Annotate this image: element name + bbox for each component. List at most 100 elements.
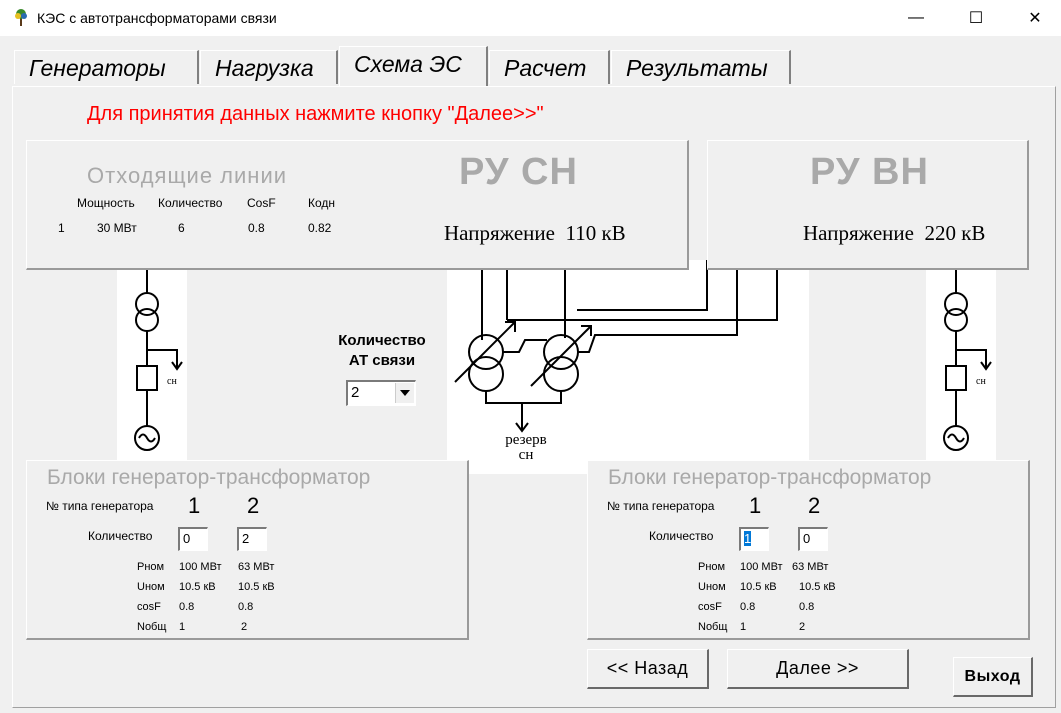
right-param-name-2: Uном	[698, 581, 726, 593]
right-sn-label: сн	[976, 376, 986, 387]
right-param-v2-1: 63 МВт	[792, 561, 829, 573]
tab-label: Расчет	[504, 55, 587, 81]
title-bar: КЭС с автотрансформаторами связи — ☐ ✕	[0, 0, 1061, 36]
header-count: Количество	[158, 196, 223, 210]
right-blocks-title: Блоки генератор-трансформатор	[608, 466, 932, 489]
window-title: КЭС с автотрансформаторами связи	[37, 10, 277, 26]
row-kodn: 0.82	[308, 221, 332, 235]
reserve-line1: резерв	[505, 432, 547, 448]
tab-label: Нагрузка	[215, 55, 314, 81]
right-param-name-1: Рном	[698, 561, 726, 573]
left-gen-type-label: № типа генератора	[46, 499, 154, 513]
right-param-v2-2: 10.5 кВ	[799, 581, 836, 593]
left-param-name-3: cosF	[137, 601, 161, 613]
next-button[interactable]: Далее >>	[727, 649, 909, 689]
row-number: 1	[58, 221, 65, 235]
right-gen-type-2: 2	[808, 493, 821, 518]
left-param-v1-2: 10.5 кВ	[179, 581, 216, 593]
close-button[interactable]: ✕	[1012, 0, 1058, 36]
left-sn-label: сн	[167, 376, 177, 387]
right-count-value-1: 1	[744, 531, 752, 546]
at-count-value: 2	[351, 384, 360, 401]
right-count-value-2: 0	[803, 531, 811, 546]
at-count-select[interactable]: 2	[346, 380, 416, 406]
right-param-v1-2: 10.5 кВ	[740, 581, 777, 593]
at-count-label-line2: АТ связи	[348, 352, 416, 369]
right-param-name-3: cosF	[698, 601, 722, 613]
ru-vn-voltage: Напряжение 220 кВ	[803, 221, 985, 246]
ru-sn-voltage-label: Напряжение	[444, 221, 555, 245]
reserve-sn-label: резерв сн	[499, 433, 553, 463]
row-cosf: 0.8	[248, 221, 265, 235]
tab-generators[interactable]: Генераторы	[14, 50, 199, 84]
left-blocks-title: Блоки генератор-трансформатор	[47, 466, 371, 489]
left-count-value-1: 0	[183, 531, 191, 546]
tab-calculation[interactable]: Расчет	[489, 50, 610, 84]
left-param-v1-4: 1	[179, 621, 186, 633]
app-icon	[15, 9, 27, 26]
left-count-label: Количество	[88, 529, 153, 543]
right-param-v1-3: 0.8	[740, 601, 756, 613]
at-count-label: Количество АТ связи	[320, 331, 444, 371]
left-gen-type-1: 1	[188, 493, 201, 518]
right-generator-block-diagram	[943, 270, 992, 451]
chevron-down-icon[interactable]	[395, 383, 414, 403]
header-kodn: Кодн	[308, 196, 336, 210]
left-param-name-4: Nобщ	[137, 621, 167, 633]
hint-text: Для принятия данных нажмите кнопку "Дале…	[87, 103, 544, 125]
left-param-v1-1: 100 МВт	[179, 561, 222, 573]
ru-sn-title: РУ СН	[459, 151, 578, 193]
right-blocks-panel: Блоки генератор-трансформатор № типа ген…	[587, 460, 1030, 640]
maximize-button[interactable]: ☐	[953, 0, 999, 36]
header-cosf: CosF	[247, 196, 276, 210]
left-param-v1-3: 0.8	[179, 601, 195, 613]
close-icon: ✕	[1028, 10, 1042, 27]
ru-vn-panel: РУ ВН Напряжение 220 кВ	[707, 140, 1029, 270]
left-param-v2-3: 0.8	[238, 601, 254, 613]
reserve-line2: сн	[518, 447, 534, 463]
ru-vn-title: РУ ВН	[810, 151, 929, 193]
ru-sn-voltage-value: 110 кВ	[565, 221, 626, 245]
right-count-input-2[interactable]: 0	[798, 527, 828, 551]
tab-label: Генераторы	[29, 55, 166, 81]
outgoing-lines-title: Отходящие линии	[87, 163, 288, 188]
tab-label: Результаты	[626, 55, 768, 81]
left-count-input-2[interactable]: 2	[237, 527, 267, 551]
at-count-label-line1: Количество	[338, 332, 426, 349]
right-count-label: Количество	[649, 529, 714, 543]
header-power: Мощность	[77, 196, 135, 210]
left-param-v2-4: 2	[241, 621, 248, 633]
maximize-icon: ☐	[968, 10, 984, 27]
tab-results[interactable]: Результаты	[611, 50, 791, 84]
left-param-name-2: Uном	[137, 581, 165, 593]
left-param-name-1: Рном	[137, 561, 165, 573]
exit-button[interactable]: Выход	[953, 657, 1033, 697]
ru-vn-voltage-value: 220 кВ	[924, 221, 986, 245]
minimize-button[interactable]: —	[893, 0, 939, 36]
tab-es-scheme[interactable]: Схема ЭС	[339, 46, 488, 86]
right-param-v1-4: 1	[740, 621, 747, 633]
right-param-v2-4: 2	[799, 621, 806, 633]
row-count: 6	[178, 221, 185, 235]
right-gen-type-1: 1	[749, 493, 762, 518]
back-button[interactable]: << Назад	[587, 649, 709, 689]
tab-load[interactable]: Нагрузка	[200, 50, 338, 84]
autotransformer-diagram	[454, 260, 778, 433]
right-count-input-1[interactable]: 1	[739, 527, 769, 551]
right-param-v1-1: 100 МВт	[740, 561, 783, 573]
ru-vn-voltage-label: Напряжение	[803, 221, 914, 245]
left-param-v2-2: 10.5 кВ	[238, 581, 275, 593]
right-param-v2-3: 0.8	[799, 601, 815, 613]
right-param-name-4: Nобщ	[698, 621, 728, 633]
left-generator-block-diagram	[134, 270, 183, 451]
left-blocks-panel: Блоки генератор-трансформатор № типа ген…	[26, 460, 469, 640]
left-param-v2-1: 63 МВт	[238, 561, 275, 573]
ru-sn-voltage: Напряжение 110 кВ	[444, 221, 626, 246]
minimize-icon: —	[908, 9, 924, 26]
tab-label: Схема ЭС	[354, 51, 462, 77]
right-gen-type-label: № типа генератора	[607, 499, 715, 513]
tab-panel	[12, 86, 1056, 708]
left-count-input-1[interactable]: 0	[178, 527, 208, 551]
outgoing-lines-panel: Отходящие линии Мощность Количество CosF…	[26, 140, 689, 270]
left-gen-type-2: 2	[247, 493, 260, 518]
